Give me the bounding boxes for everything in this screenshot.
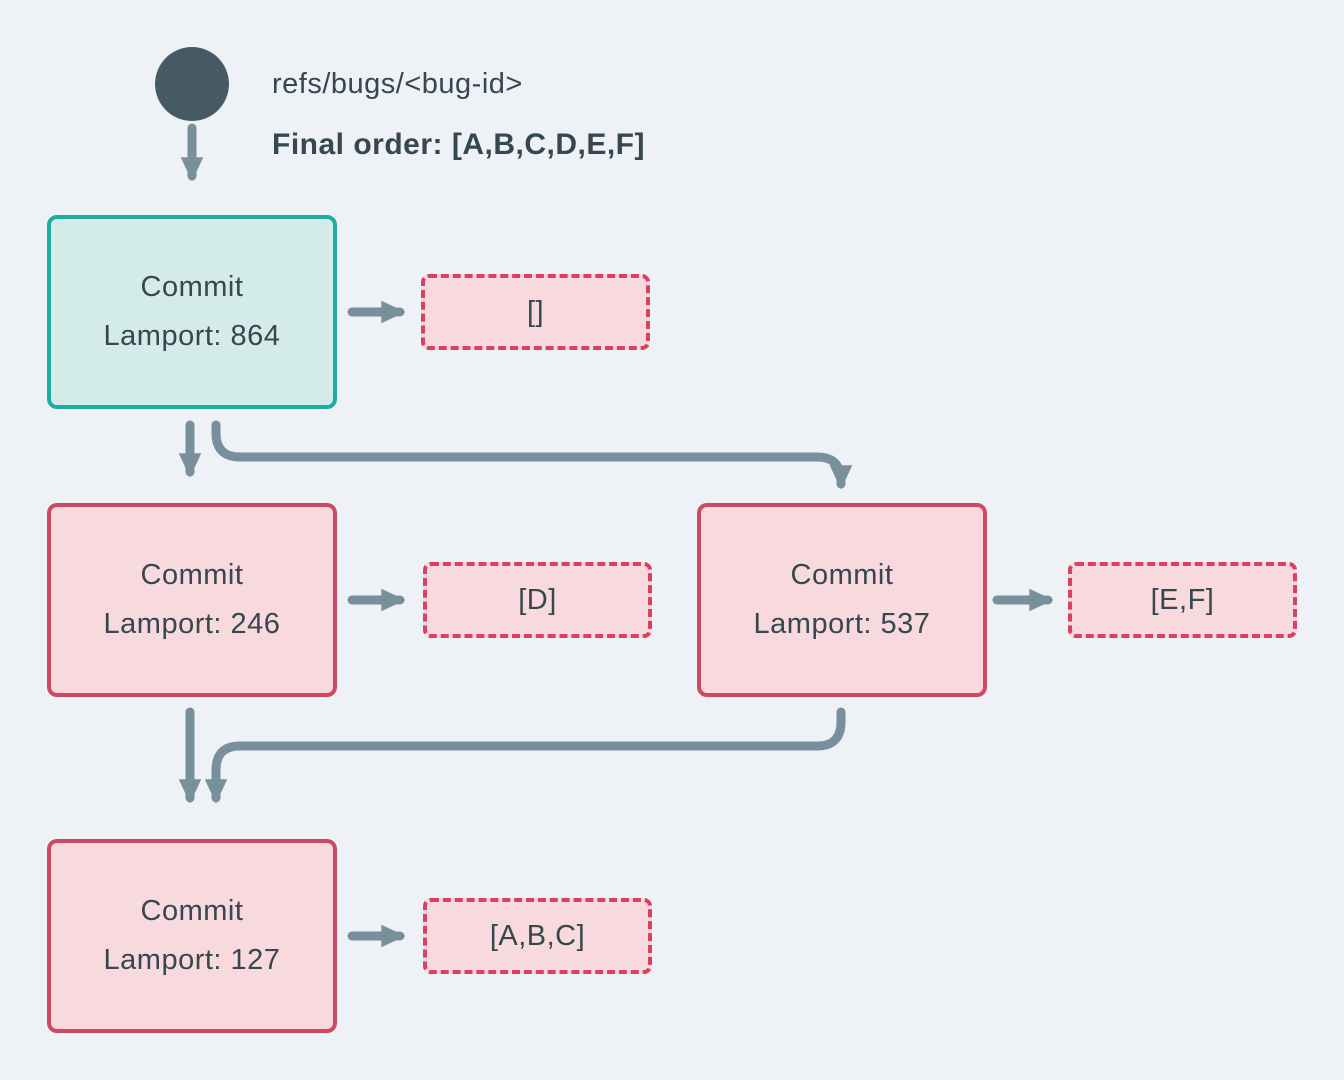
payload-label: [A,B,C] [489,919,586,952]
commit-lamport-label: Lamport: 127 [103,944,281,976]
commit-title: Commit [140,895,244,927]
arrow-commit-864-to-commit-537 [211,420,853,490]
payload-label: [E,F] [1150,583,1215,616]
ref-label: refs/bugs/<bug-id> [272,68,523,100]
commit-node-537: Commit Lamport: 537 [697,503,987,697]
payload-label: [D] [518,583,557,616]
payload-box-537: [E,F] [1068,562,1297,638]
commit-lamport-label: Lamport: 537 [753,608,931,640]
payload-box-864: [] [421,274,650,350]
final-order-label: Final order: [A,B,C,D,E,F] [272,128,645,161]
commit-node-127: Commit Lamport: 127 [47,839,337,1033]
commit-title: Commit [140,559,244,591]
commit-title: Commit [140,271,244,303]
commit-title: Commit [790,559,894,591]
commit-node-246: Commit Lamport: 246 [47,503,337,697]
commit-node-864: Commit Lamport: 864 [47,215,337,409]
payload-box-246: [D] [423,562,652,638]
arrow-commit-537-to-commit-127 [204,707,846,804]
commit-lamport-label: Lamport: 864 [103,320,281,352]
payload-box-127: [A,B,C] [423,898,652,974]
commit-lamport-label: Lamport: 246 [103,608,281,640]
ref-circle [155,47,229,121]
payload-label: [] [526,295,545,328]
